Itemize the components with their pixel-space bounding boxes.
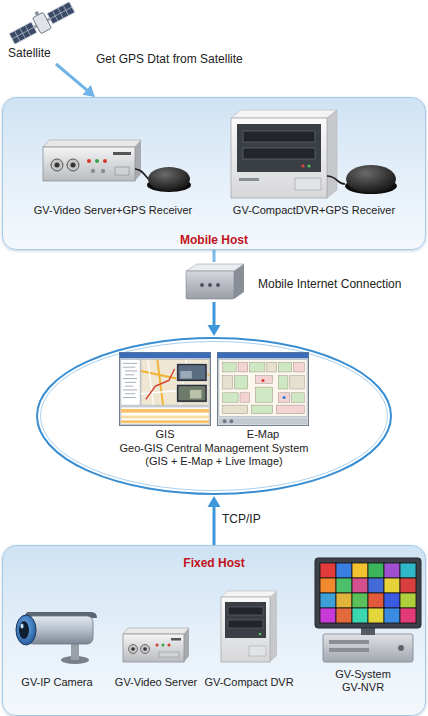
- device-node: GV-Video Server: [111, 594, 201, 694]
- device-node: GV-System GV-NVR: [301, 556, 425, 706]
- node-label: GV-Compact DVR: [203, 676, 295, 689]
- device-node: GV-CompactDVR+GPS Receiver: [225, 106, 403, 226]
- host-panel: Fixed Host GV-IP Camera GV-Video Server: [2, 545, 426, 716]
- arrow-head: [208, 496, 221, 507]
- device-node: Geo-GIS Central Management System (GIS +…: [35, 336, 393, 496]
- edge-label: TCP/IP: [222, 512, 261, 526]
- compact-dvr-picture: [219, 588, 279, 664]
- video-server-gps-picture: [27, 123, 199, 201]
- arrow-head: [208, 325, 221, 336]
- label-anchor: TCP/IP: [222, 512, 261, 526]
- node-label: GV-Video Server+GPS Receiver: [27, 204, 199, 217]
- video-server-picture: [121, 624, 191, 664]
- node-label: GV-CompactDVR+GPS Receiver: [225, 204, 403, 217]
- host-panel: Mobile Host GV-Video Server+GPS Receiver: [2, 97, 426, 250]
- device-node: E-Map: [217, 352, 309, 442]
- ip-camera-picture: [9, 602, 105, 666]
- connector-arrow: [208, 302, 221, 336]
- connector-arrow: [208, 496, 221, 545]
- node-label: GV-IP Camera: [9, 676, 105, 689]
- edge-label: Get GPS Dtat from Satellite: [96, 52, 243, 66]
- node-label: GV-Video Server: [111, 676, 201, 689]
- compact-dvr-gps-picture: [225, 106, 403, 201]
- node-label: Satellite: [8, 46, 76, 60]
- arrow-head: [82, 85, 95, 97]
- gv-system-picture: [301, 556, 425, 666]
- panel-title: Mobile Host: [3, 233, 425, 247]
- ellipse-outline: [35, 336, 393, 496]
- node-label: Geo-GIS Central Management System (GIS +…: [114, 442, 314, 468]
- connector-line: [213, 302, 216, 327]
- connector-arrow: [56, 64, 95, 97]
- device-node: GV-Compact DVR: [203, 578, 295, 694]
- node-label: GIS: [119, 428, 211, 441]
- router-icon: [180, 262, 248, 302]
- label-anchor: Get GPS Dtat from Satellite: [96, 52, 243, 66]
- node-label: E-Map: [217, 428, 309, 441]
- device-node: Mobile Internet Connection: [180, 262, 420, 302]
- gis-screenshot: [119, 352, 211, 426]
- device-node: Satellite: [6, 2, 78, 64]
- node-label: Mobile Internet Connection: [258, 277, 416, 291]
- connector-line: [56, 64, 88, 91]
- device-node: GV-Video Server+GPS Receiver: [27, 123, 199, 223]
- connector-arrow: [214, 250, 215, 262]
- connector-line: [213, 250, 216, 262]
- device-node: GIS: [119, 352, 211, 442]
- node-label: GV-System GV-NVR: [331, 668, 395, 694]
- device-node: GV-IP Camera: [9, 594, 105, 694]
- connector-line: [213, 505, 216, 545]
- emap-screenshot: [217, 352, 309, 426]
- satellite-icon: [6, 2, 78, 44]
